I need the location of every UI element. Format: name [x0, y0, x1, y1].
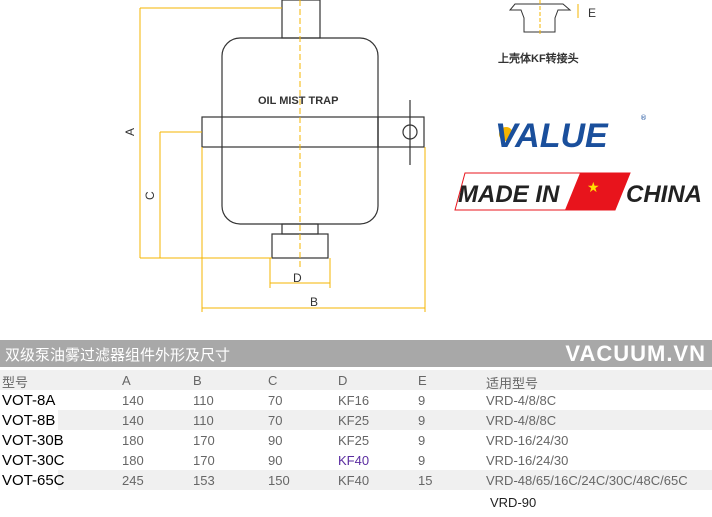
- table-cell: VOT-30C: [2, 452, 65, 469]
- adapter-caption: 上壳体KF转接头: [498, 51, 579, 65]
- dim-D-label: D: [293, 271, 302, 285]
- table-cell: 9: [418, 413, 426, 428]
- technical-drawing: A B C D E OIL MIST TRAP 上壳体KF转接头 VALUE ®…: [123, 0, 702, 312]
- table-cell: 180: [122, 433, 144, 448]
- table-cell: KF16: [338, 393, 370, 408]
- made-in-china-badge: ★ MADE IN CHINA: [454, 172, 702, 211]
- svg-text:MADE IN: MADE IN: [458, 181, 560, 208]
- svg-text:CHINA: CHINA: [626, 181, 702, 208]
- table-row: VOT-8A 140 110 70 KF16 9 VRD-4/8/8C: [0, 390, 712, 410]
- table-cell: VRD-16/24/30: [486, 453, 569, 468]
- table-cell: 150: [268, 473, 290, 488]
- table-cell: KF25: [338, 413, 370, 428]
- table-cell: 110: [193, 393, 214, 408]
- table-cell: 180: [122, 453, 144, 468]
- brand-watermark: VACUUM.VN: [565, 341, 706, 366]
- table-cell: 9: [418, 393, 426, 408]
- table-row: VOT-65C 245 153 150 KF40 15 VRD-48/65/16C/24C/…: [0, 470, 712, 490]
- kf-adapter-drawing: [508, 0, 572, 34]
- table-title: 双级泵油雾过滤器组件外形及尺寸: [5, 346, 231, 364]
- table-cell: 110: [193, 413, 214, 428]
- value-logo: VALUE ®: [495, 114, 647, 155]
- oil-mist-trap-drawing: [201, 0, 425, 259]
- table-cell: 90: [268, 453, 283, 468]
- table-cell: 245: [122, 473, 144, 488]
- table-cell: 70: [268, 393, 283, 408]
- table-cell: VOT-65C: [2, 472, 65, 489]
- table-row: VOT-8B 140 110 70 KF25 9 VRD-4/8/8C: [0, 410, 712, 430]
- star-icon: ★: [587, 180, 600, 196]
- table-row: VOT-30C 180 170 90 KF40 9 VRD-16/24/30: [0, 450, 712, 470]
- trap-label: OIL MIST TRAP: [258, 95, 338, 107]
- table-cell: VOT-30B: [2, 432, 64, 449]
- table-cell: KF40: [338, 453, 370, 468]
- svg-text:®: ®: [640, 114, 647, 122]
- table-cell: VRD-16/24/30: [486, 433, 569, 448]
- table-cell: 90: [268, 433, 283, 448]
- extra-model-row: VRD-90: [490, 495, 537, 510]
- table-cell: KF25: [338, 433, 370, 448]
- table-cell: 140: [122, 393, 144, 408]
- table-cell: VRD-4/8/8C: [486, 393, 557, 408]
- table-cell: 15: [418, 473, 433, 488]
- dim-C-label: C: [143, 191, 157, 200]
- table-cell: VRD-48/65/16C/24C/30C/48C/65C: [486, 473, 688, 488]
- dim-E-label: E: [588, 6, 596, 20]
- table-cell: VOT-8B: [2, 412, 56, 429]
- table-cell: 170: [193, 433, 215, 448]
- table-cell: 9: [418, 453, 426, 468]
- table-cell: 70: [268, 413, 283, 428]
- table-title-bar: 双级泵油雾过滤器组件外形及尺寸 VACUUM.VN: [0, 340, 712, 367]
- dim-B-label: B: [310, 295, 318, 309]
- svg-text:VALUE: VALUE: [495, 117, 609, 155]
- table-cell: VRD-4/8/8C: [486, 413, 557, 428]
- table-cell: 9: [418, 433, 426, 448]
- table-cell: 153: [193, 473, 215, 488]
- table-cell: KF40: [338, 473, 370, 488]
- table-cell: 170: [193, 453, 215, 468]
- table-cell: VOT-8A: [2, 392, 56, 409]
- table-cell: 140: [122, 413, 144, 428]
- table-row: VOT-30B 180 170 90 KF25 9 VRD-16/24/30: [0, 430, 712, 450]
- dimension-lines: [139, 0, 579, 312]
- dim-A-label: A: [123, 128, 137, 136]
